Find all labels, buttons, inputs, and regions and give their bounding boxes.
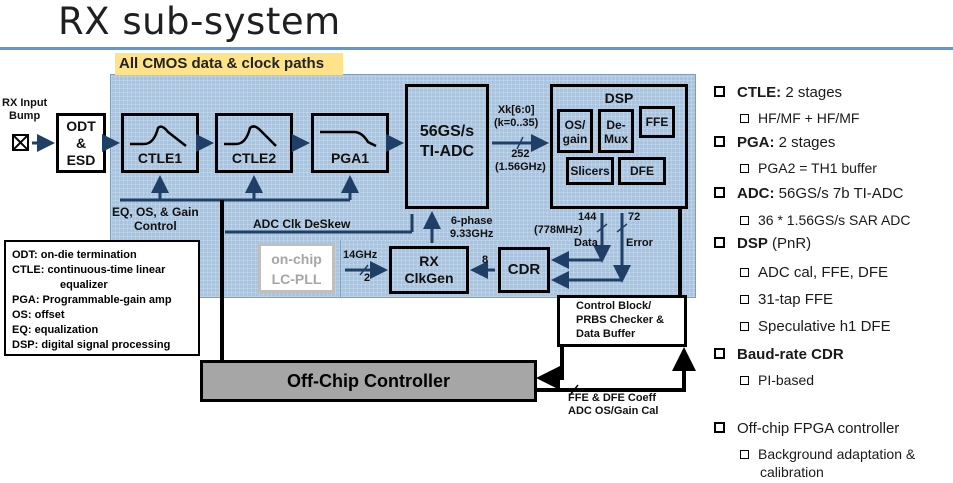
legend-item: OS: offset [12,309,65,321]
slicers-block: Slicers [566,157,614,185]
checkbox-icon [714,187,725,198]
coeff-label: FFE & DFE Coeff ADC OS/Gain Cal [568,392,659,417]
bullet-fpga: Off-chip FPGA controller [714,420,899,437]
dsp-block: DSP [550,84,688,209]
sub-bullet: 31-tap FFE [740,291,833,308]
ffe-block: FFE [639,106,675,138]
rate-778-label: (778MHz) [534,224,583,236]
bus-252-label: 252 (1.56GHz) [495,148,546,173]
bullet-pga: PGA: 2 stages [714,134,835,151]
onchip-pll-block: on-chip LC-PLL [258,243,335,293]
sub-bullet: PI-based [740,372,814,388]
six-phase-label: 6-phase 9.33GHz [450,215,494,240]
checkbox-icon [714,86,725,97]
checkbox-icon [714,348,725,359]
peaking-curve-icon [224,125,277,147]
sub-bullet: ADC cal, FFE, DFE [740,264,888,281]
sub-bullet-cont: calibration [760,464,824,480]
legend-item: EQ: equalization [12,324,99,336]
rx-clkgen-block: RX ClkGen [389,246,469,294]
lowpass-curve-icon [130,125,187,147]
eq-control-label: EQ, OS, & Gain Control [112,205,199,233]
bullet-dsp: DSP (PnR) [714,235,811,252]
bus-144-label: 144 [578,211,597,223]
cdr-block: CDR [498,247,550,293]
offchip-controller-block: Off-Chip Controller [200,360,537,402]
checkbox-icon [740,114,749,123]
xk-label: Xk[6:0] (k=0..35) [494,104,539,129]
sub-bullet: 36 * 1.56GS/s SAR ADC [740,212,911,228]
cmos-banner: All CMOS data & clock paths [115,53,343,75]
sub-bullet: PGA2 = TH1 buffer [740,160,877,176]
legend-item: CTLE: continuous-time linear [12,264,166,276]
bullet-ctle: CTLE: 2 stages [714,84,842,101]
abbreviation-legend: ODT: on-die termination CTLE: continuous… [4,240,200,356]
ti-adc-block: 56GS/s TI-ADC [405,84,489,209]
ctle2-block: CTLE2 [215,113,293,173]
legend-item: DSP: digital signal processing [12,339,171,351]
bullet-cdr: Baud-rate CDR [714,346,844,363]
adc-deskew-label: ADC Clk DeSkew [253,217,351,231]
checkbox-icon [740,376,749,385]
sub-bullet: Speculative h1 DFE [740,318,891,335]
checkbox-icon [740,216,749,225]
checkbox-icon [714,136,725,147]
clk-14ghz-label: 14GHz [343,249,378,261]
dfe-block: DFE [618,157,666,185]
demux-block: De- Mux [598,109,634,153]
checkbox-icon [740,295,749,304]
os-gain-block: OS/ gain [557,109,593,153]
checkbox-icon [740,268,749,277]
error-label: Error [626,237,653,249]
checkbox-icon [740,322,749,331]
bullet-adc: ADC: 56GS/s 7b TI-ADC [714,185,903,202]
title-rule [0,47,953,50]
bus-8-label: 8 [482,254,489,266]
odt-esd-block: ODT & ESD [56,113,106,173]
sub-bullet: Background adaptation & [740,446,915,462]
rx-input-label: RX Input Bump [2,97,48,122]
data-label: Data [574,237,598,249]
bus-72-label: 72 [628,211,641,223]
legend-item: ODT: on-die termination [12,249,137,261]
checkbox-icon [740,164,749,173]
checkbox-icon [714,422,725,433]
sub-bullet: HF/MF + HF/MF [740,110,860,126]
checkbox-icon [740,450,749,459]
legend-item: PGA: Programmable-gain amp [12,294,172,306]
flat-response-icon [320,130,377,148]
slide-title: RX sub-system [58,0,341,43]
legend-item: equalizer [60,279,108,291]
checkbox-icon [714,237,725,248]
div-2-label: 2 [364,272,371,284]
input-bump-icon [12,134,29,151]
control-block: Control Block/ PRBS Checker & Data Buffe… [557,295,687,347]
